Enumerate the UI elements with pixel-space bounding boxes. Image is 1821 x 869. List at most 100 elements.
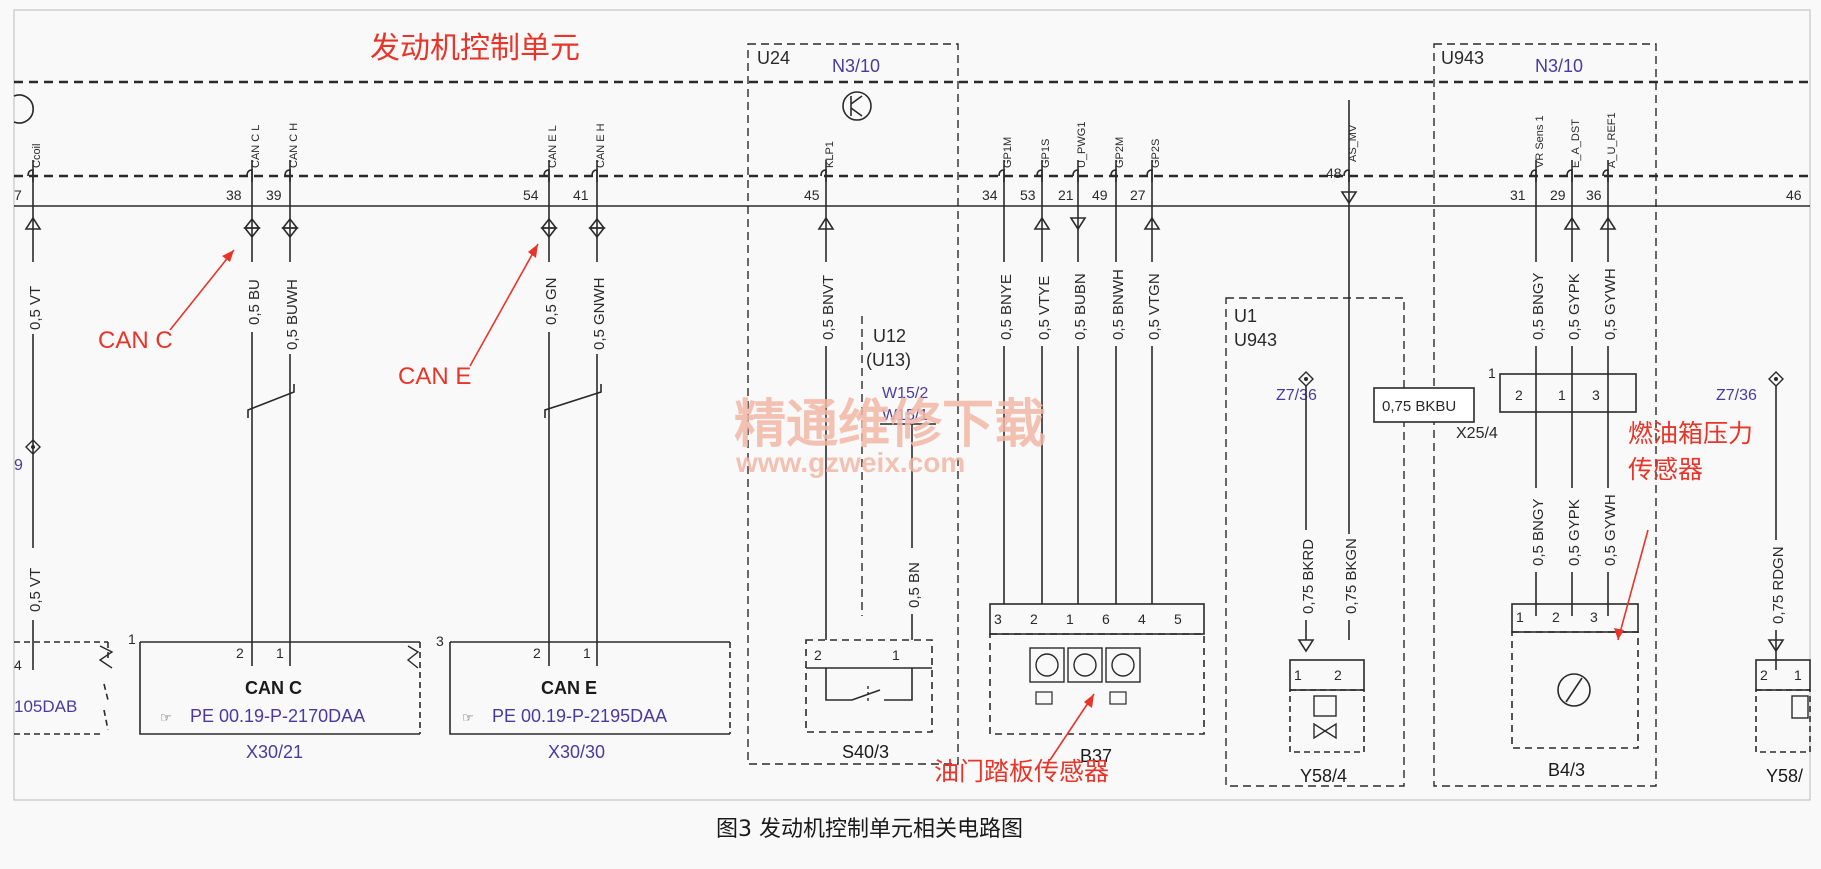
wire-color: 0,5 VT [27,286,44,330]
pin-label: 1 [892,647,900,663]
pin-signal: Ccoil [31,144,43,168]
pin-31-column: 31 VR Sens 1 0,5 BNGY 0,5 BNGY [1510,115,1547,616]
pin-41-column: 41 CAN E H 0,5 GNWH [573,123,608,666]
splice-box [1373,387,1475,423]
pin-label: 4 [14,657,22,673]
pin-number: 29 [1550,187,1566,203]
ecu-title: 发动机控制单元 [370,31,580,66]
u1-label: U1 [1234,306,1257,326]
outer-frame [13,9,1811,801]
pin-signal: GP2M [1114,137,1126,168]
wire-color: 0,5 BNGY [1530,272,1547,340]
connector-ref: 105DAB [14,697,77,716]
u943-ref: N3/10 [1535,56,1583,76]
pin-signal: A_U_REF1 [1606,112,1618,168]
pin-signal: E_A_DST [1570,119,1582,168]
x25-pin1: 1 [1488,365,1496,381]
pin-39-column: 39 CAN C H 0,5 BUWH [266,123,301,666]
pin-29-column: 29 E_A_DST 0,5 GYPK 0,5 GYPK [1550,119,1583,616]
pin-label: 1 [583,645,591,661]
wire-color: 0,5 BNVT [820,275,837,340]
callout-tank-sensor-1: 燃油箱压力 [1628,419,1753,448]
wire-color: 0,5 BNWH [1110,269,1127,340]
callout-tank-sensor-2: 传感器 [1628,455,1703,484]
pin-label: 1 [128,631,136,647]
wire-color: 0,5 VTYE [1036,276,1053,340]
pin-signal: CAN E L [547,125,559,168]
watermark-url: www.gzweix.com [735,447,965,478]
wire-color: 0,5 GYPK [1566,499,1583,566]
hand-icon: ☞ [462,710,474,725]
bn-wire: 0,5 BN [903,424,923,640]
wire-color: 0,5 VT [27,568,44,612]
transistor-icon [842,91,872,121]
component-label: S40/3 [842,742,889,762]
twisted-pair-mark [247,384,295,418]
pin-number: 7 [14,187,22,203]
z7-36-ref: Z7/36 [1716,387,1757,404]
figure-caption: 图3 发动机控制单元相关电路图 [716,817,1023,842]
pin-label: 2 [1552,609,1560,625]
u12-sub: (U13) [866,350,911,370]
pin-label: 1 [1558,387,1566,403]
pin-label: 2 [533,645,541,661]
wire-color: 0,5 BN [906,562,923,608]
component-label: B37 [1080,746,1112,766]
pin-label: 5 [1174,611,1182,627]
u12-label: U12 [873,326,906,346]
wire-color: 0,5 GNWH [591,277,608,350]
splice-icon [1768,371,1784,387]
pin-21-column: 21 U_PWG1 0,5 BUBN [1058,122,1089,604]
arrow-head [1084,694,1094,708]
connector-title: CAN E [541,678,597,698]
connector-ref: PE 00.19-P-2195DAA [492,706,667,726]
valve-y58-4: 1 2 Y58/4 [1289,639,1365,786]
connector-id: X30/30 [548,742,605,762]
pin-number: 34 [982,187,998,203]
pin-signal: GP1M [1002,137,1014,168]
callout-arrow [469,243,539,367]
wire-color: 0,5 BNYE [998,274,1015,340]
component-label: Y58/4 [1300,766,1347,786]
component-label: Y58/ [1766,766,1803,786]
pin-label: 2 [1030,611,1038,627]
pin-label: 3 [994,611,1002,627]
u24-box [747,43,959,765]
pin-label: 3 [1590,609,1598,625]
pin-number: 45 [804,187,820,203]
pin-number: 53 [1020,187,1036,203]
callout-can-e: CAN E [398,363,471,390]
wire-color: 0,5 BU [246,279,263,325]
pin-number: 49 [1092,187,1108,203]
pin-label: 3 [1592,387,1600,403]
callout-can-c: CAN C [98,327,173,354]
arrow-head [1614,628,1624,640]
pin-label: 3 [436,633,444,649]
pin-36-column: 36 A_U_REF1 0,5 GYWH 0,5 GYWH [1586,112,1619,616]
pin-53-column: 53 GP1S 0,5 VTYE [1020,139,1053,604]
pin-48-column: 48 AS_MV 0,75 BKGN [1326,100,1360,640]
pin-38-column: 38 CAN C L 0,5 BU [226,125,263,666]
pin-signal: CAN C L [250,125,262,168]
u1-sub: U943 [1234,330,1277,350]
valve-y58-cut: 2 1 Y58/ [1755,659,1811,786]
u24-ref: N3/10 [832,56,880,76]
pin-signal: AS_MV [1347,124,1359,162]
switch-s40-3: 2 1 S40/3 [805,639,933,762]
pin-label: 1 [1794,667,1802,683]
pin-label: 1 [1294,667,1302,683]
watermark-main: 精通维修下载 [734,395,1046,455]
connector-can-c: 1 2 1 CAN C ☞ PE 00.19-P-2170DAA X30/21 [128,631,421,762]
wire-color: 0,75 RDGN [1770,546,1787,624]
pin-label: 4 [1138,611,1146,627]
hand-icon: ☞ [160,710,172,725]
rdgn-wire: 0,75 RDGN [1767,386,1787,670]
x25-4-label: X25/4 [1456,425,1498,442]
wire-color: 0,5 GN [543,277,560,325]
pin-number: 41 [573,187,589,203]
pin-number: 39 [266,187,282,203]
pin-label: 6 [1102,611,1110,627]
u943-label: U943 [1441,48,1484,68]
connector-id: X30/21 [246,742,303,762]
